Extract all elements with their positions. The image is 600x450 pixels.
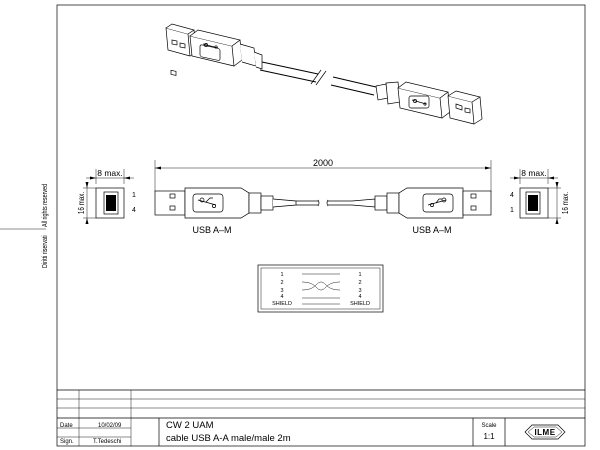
- front-left-height: 16 max.: [77, 192, 86, 214]
- rights-note: All rights reserved Diritti riservati: [0, 184, 49, 268]
- wiring-left-shield: SHIELD: [272, 301, 292, 307]
- front-left-pin-top: 1: [132, 192, 136, 199]
- connector-label-right: USB A–M: [412, 225, 451, 235]
- side-view: 2000: [154, 158, 492, 235]
- logo-text: ILME: [534, 428, 555, 437]
- front-right-width: 8 max.: [521, 168, 547, 178]
- connector-label-left: USB A–M: [192, 225, 231, 235]
- date-value: 10/02/09: [98, 423, 122, 429]
- front-view-left: 8 max. 16 max. 1 4: [77, 168, 136, 224]
- front-right-pin-bottom: 1: [510, 207, 514, 214]
- side-connector-left: [154, 187, 320, 219]
- wiring-right-shield: SHIELD: [350, 301, 370, 307]
- front-right-height: 16 max.: [561, 192, 570, 214]
- wiring-left-pin-3: 3: [280, 288, 283, 294]
- rights-note-italian: Diritti riservati: [41, 235, 49, 268]
- sign-value: T.Tedeschi: [93, 439, 121, 445]
- front-left-width: 8 max.: [97, 168, 123, 178]
- iso-connector-left: [165, 23, 263, 76]
- wiring-right-pin-4: 4: [358, 294, 361, 300]
- wiring-diagram: 1 2 3 4 SHIELD 1 2 3 4 SHIELD: [257, 264, 384, 313]
- side-connector-right: [326, 187, 492, 219]
- product-description: cable USB A-A male/male 2m: [166, 433, 291, 444]
- scale-label: Scale: [481, 423, 497, 429]
- iso-cable: [259, 61, 377, 96]
- scale-value: 1:1: [483, 432, 495, 441]
- company-logo: ILME: [524, 424, 566, 440]
- front-right-pin-top: 4: [510, 192, 514, 199]
- front-view-right: 8 max. 16 max. 4 1: [510, 168, 570, 224]
- drawing-border: [56, 4, 586, 447]
- iso-connector-right: [375, 81, 483, 125]
- front-left-pin-bottom: 4: [132, 207, 136, 214]
- wiring-left-pin-2: 2: [280, 280, 283, 286]
- wiring-right-pin-1: 1: [358, 272, 361, 278]
- title-block: Date 10/02/09 Sign. T.Tedeschi CW 2 UAM …: [57, 389, 585, 446]
- product-code: CW 2 UAM: [166, 420, 214, 431]
- dimension-length-value: 2000: [313, 158, 333, 168]
- date-label: Date: [60, 423, 73, 429]
- wiring-right-pin-3: 3: [358, 288, 361, 294]
- wiring-left-pin-4: 4: [280, 294, 283, 300]
- sign-label: Sign.: [60, 439, 74, 445]
- wiring-right-pin-2: 2: [358, 280, 361, 286]
- isometric-cable-view: [165, 23, 483, 125]
- wiring-left-pin-1: 1: [280, 272, 283, 278]
- rights-note-english: All rights reserved: [41, 184, 49, 227]
- dimension-length: 2000: [154, 158, 492, 192]
